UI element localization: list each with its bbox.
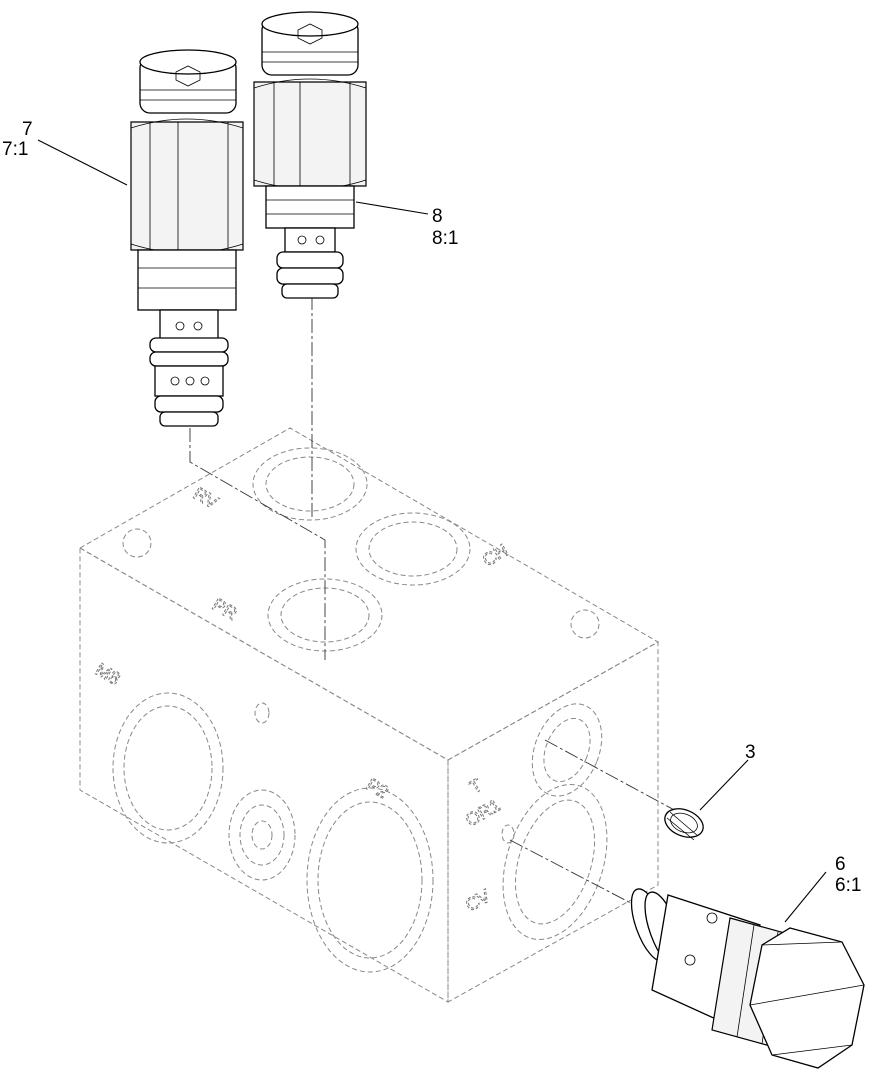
port-ch [355,512,471,586]
cartridge-valve-8 [253,11,367,299]
assembly-centerlines [189,296,679,913]
callout-leaders [37,139,827,923]
plug-3 [664,808,704,841]
port-label-rv: RV [190,483,221,513]
callout-8-1: 8:1 [432,228,458,249]
callout-6: 6 [835,854,846,875]
hex-socket-icon [175,65,201,87]
small-drilling [254,702,270,724]
cartridge-valve-7 [130,49,244,427]
mounting-hole-left [122,528,152,558]
callout-7-1: 7:1 [2,139,28,160]
port-p2 [306,787,434,973]
port-label-m8: M8 [92,659,124,689]
port-gauge [228,789,296,881]
callout-6-1: 6:1 [835,875,861,896]
mounting-hole-right [570,609,600,639]
orifice-or1 [501,824,515,844]
manifold-block: RV CH PR M8 P2 T OR1 CV [78,427,660,1003]
port-label-or1: OR1 [462,795,504,831]
port-rv [252,447,368,521]
hex-socket-icon [297,23,323,45]
cartridge-valve-6 [630,888,865,1069]
port-m8 [112,692,224,844]
callout-7: 7 [22,119,33,140]
callout-8: 8 [432,206,443,227]
port-label-p2: P2 [363,774,392,802]
callout-3: 3 [745,742,756,763]
port-t [531,703,603,797]
port-label-t: T [466,775,486,798]
port-cv [502,783,608,941]
port-label-pr: PR [209,594,241,624]
port-label-ch: CH [479,540,512,570]
port-label-cv: CV [462,886,494,916]
